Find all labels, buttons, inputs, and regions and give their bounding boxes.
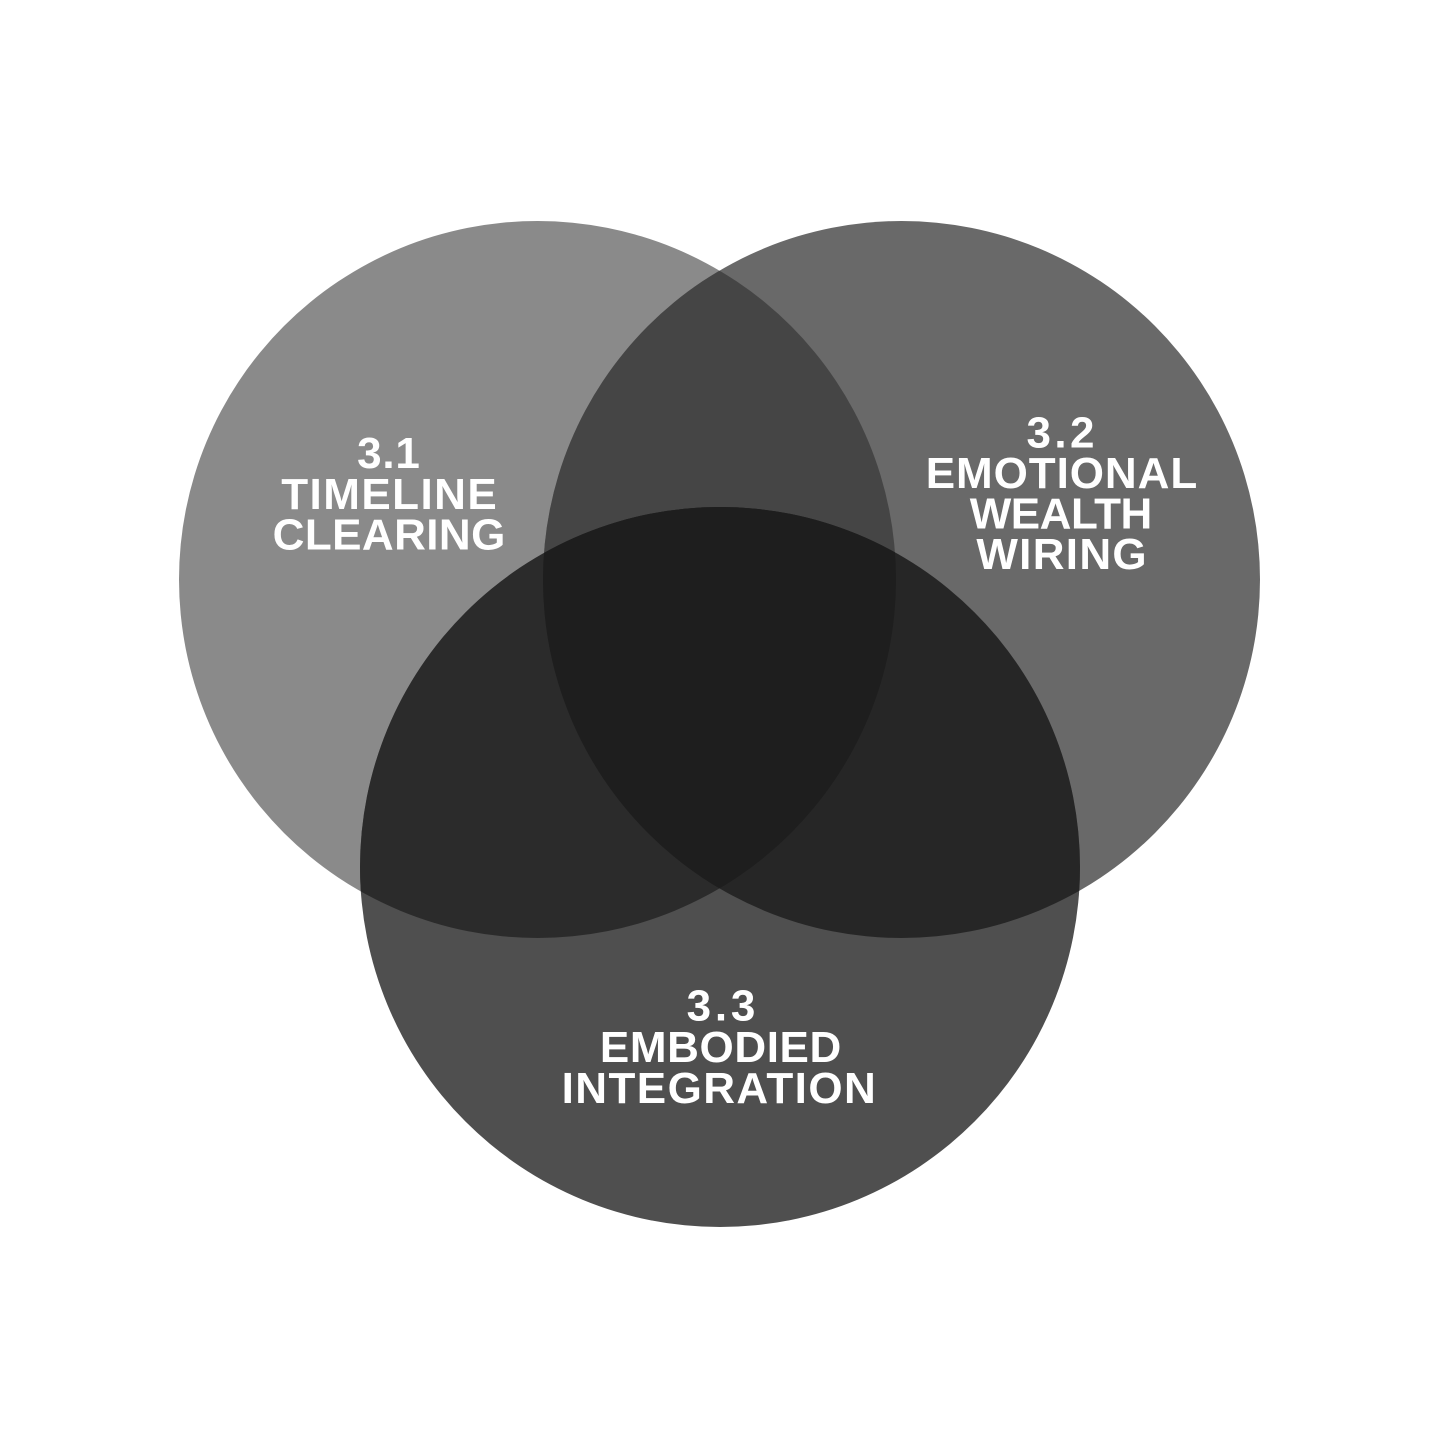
- svg-text:3.3: 3.3: [687, 982, 760, 1031]
- svg-text:TIMELINE: TIMELINE: [281, 470, 498, 519]
- svg-text:INTEGRATION: INTEGRATION: [562, 1064, 878, 1113]
- svg-text:CLEARING: CLEARING: [273, 510, 506, 559]
- svg-text:WEALTH: WEALTH: [970, 490, 1152, 539]
- svg-text:EMBODIED: EMBODIED: [600, 1023, 842, 1072]
- svg-text:3.1: 3.1: [357, 429, 420, 478]
- svg-text:EMOTIONAL: EMOTIONAL: [926, 449, 1198, 498]
- svg-text:WIRING: WIRING: [976, 530, 1148, 579]
- svg-text:3.2: 3.2: [1027, 408, 1098, 457]
